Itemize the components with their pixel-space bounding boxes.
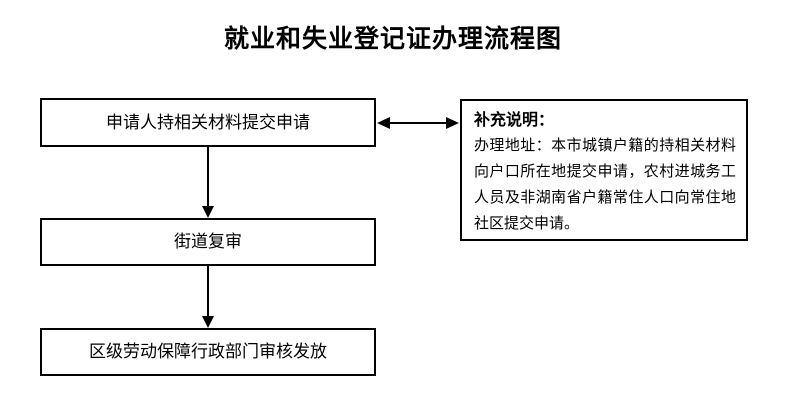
supplementary-note-box: 补充说明： 办理地址：本市城镇户籍的持相关材料向户口所在地提交申请，农村进城务工… — [460, 99, 748, 241]
flow-step-street-review: 街道复审 — [40, 218, 376, 266]
flow-step-district-issuance: 区级劳动保障行政部门审核发放 — [40, 328, 376, 376]
arrow-down-icon — [202, 147, 214, 218]
arrow-double-horizontal-icon — [377, 117, 459, 129]
arrow-down-icon — [202, 266, 214, 328]
flow-step-submit-application: 申请人持相关材料提交申请 — [40, 98, 376, 147]
flow-step-label: 申请人持相关材料提交申请 — [106, 112, 310, 132]
note-heading: 补充说明： — [474, 112, 555, 129]
diagram-title: 就业和失业登记证办理流程图 — [223, 25, 562, 53]
flow-step-label: 区级劳动保障行政部门审核发放 — [89, 342, 327, 361]
flow-step-label: 街道复审 — [174, 232, 242, 251]
note-body: 办理地址：本市城镇户籍的持相关材料向户口所在地提交申请，农村进城务工人员及非湖南… — [474, 137, 736, 232]
